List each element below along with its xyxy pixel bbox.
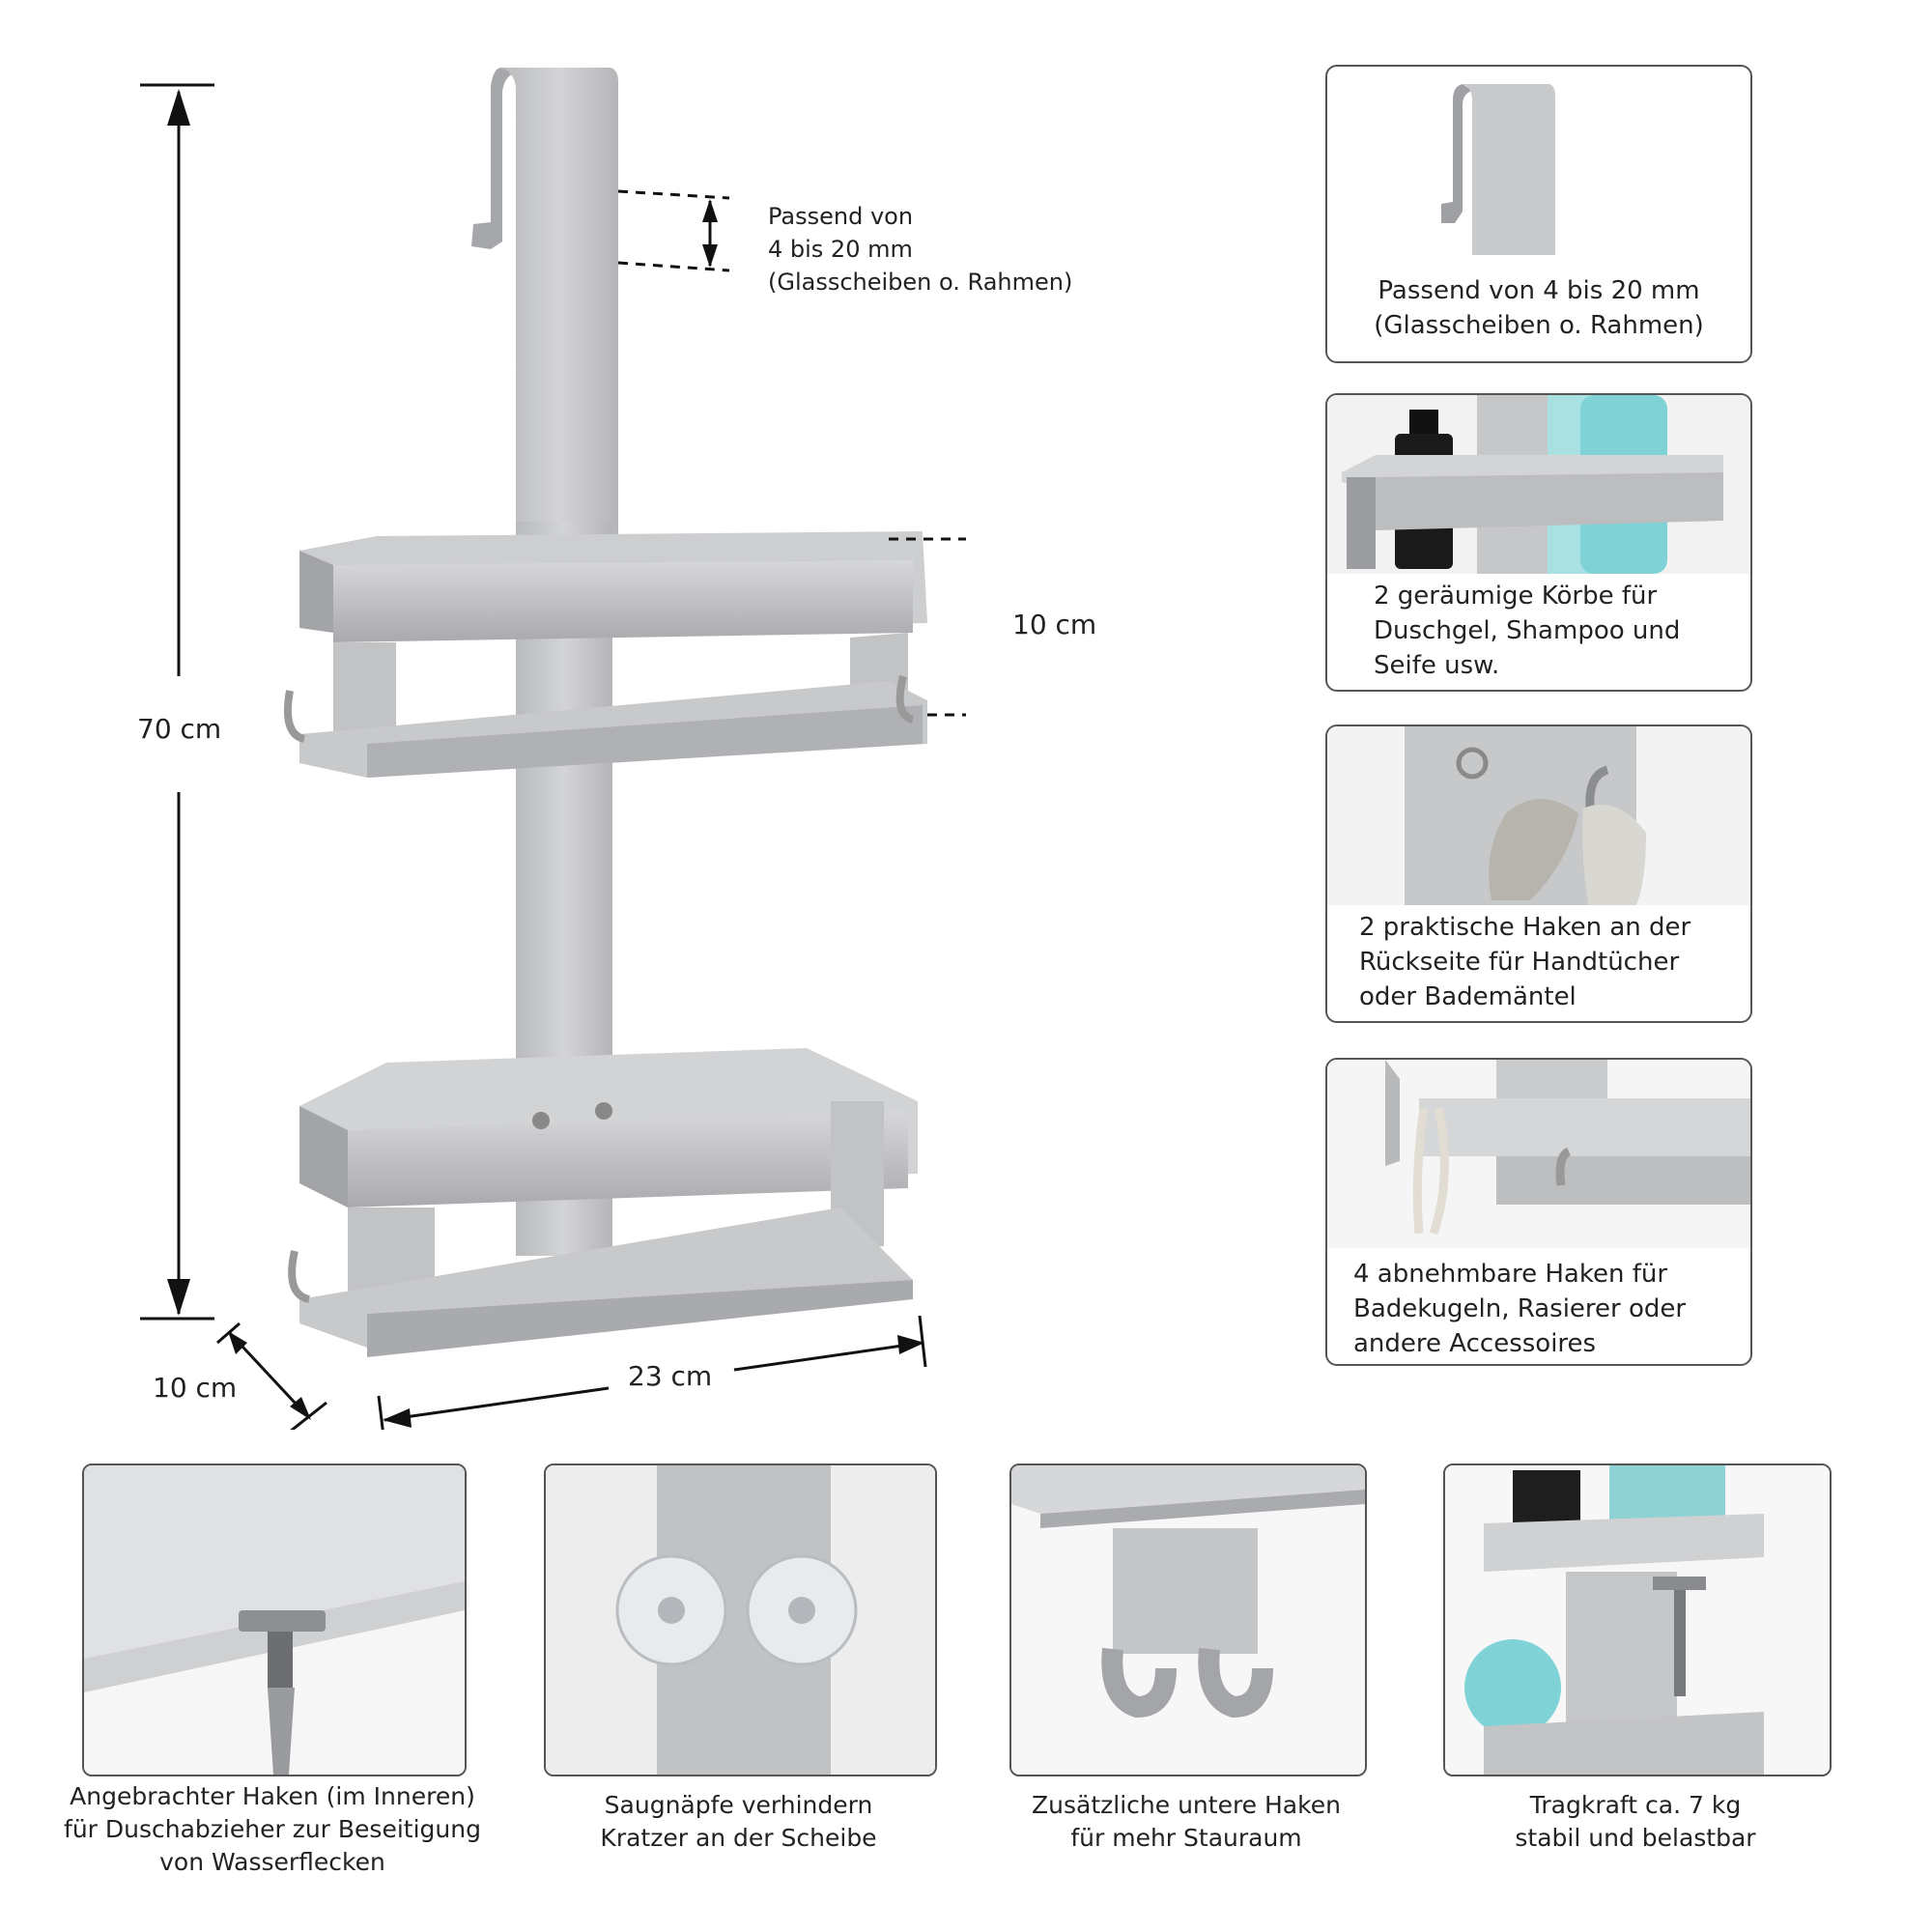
- detail-card-load-capacity: [1443, 1463, 1832, 1776]
- shower-caddy-illustration: [140, 68, 966, 1430]
- detail-caption: Zusätzliche untere Haken für mehr Staura…: [1032, 1791, 1341, 1852]
- detail-card-razor-holder: [82, 1463, 467, 1776]
- feature-caption: 4 abnehmbare Haken für Badekugeln, Rasie…: [1353, 1260, 1687, 1358]
- detail-card-suction-cups: [544, 1463, 937, 1776]
- top-hook: [471, 68, 618, 541]
- depth-label: 10 cm: [153, 1372, 238, 1404]
- fit-range-label: Passend von 4 bis 20 mm (Glasscheiben o.…: [768, 203, 1073, 296]
- depth-dimension: [216, 1321, 327, 1430]
- detail-caption: Angebrachter Haken (im Inneren) für Dusc…: [64, 1782, 481, 1876]
- razor-holder-icon: [84, 1465, 465, 1775]
- feature-caption: 2 praktische Haken an der Rückseite für …: [1359, 913, 1691, 1011]
- feature-card-back-hooks: 2 praktische Haken an der Rückseite für …: [1325, 724, 1752, 1023]
- towel-hook-icon: [1327, 726, 1750, 905]
- suction-cups-icon: [546, 1465, 935, 1775]
- load-capacity-icon: [1445, 1465, 1830, 1775]
- door-hook-icon: [1441, 84, 1555, 255]
- detail-caption: Tragkraft ca. 7 kg stabil und belastbar: [1515, 1791, 1756, 1852]
- lower-basket: [288, 1048, 918, 1357]
- detail-card-double-hook: [1009, 1463, 1367, 1776]
- feature-card-removable-hooks: 4 abnehmbare Haken für Badekugeln, Rasie…: [1325, 1058, 1752, 1366]
- removable-hooks-icon: [1327, 1060, 1750, 1248]
- feature-caption: 2 geräumige Körbe für Duschgel, Shampoo …: [1374, 582, 1681, 680]
- double-hook-icon: [1011, 1465, 1365, 1775]
- feature-card-baskets: 2 geräumige Körbe für Duschgel, Shampoo …: [1325, 393, 1752, 692]
- basket-height-label: 10 cm: [1012, 609, 1097, 640]
- feature-caption: Passend von 4 bis 20 mm (Glasscheiben o.…: [1374, 276, 1704, 340]
- basket-bottles-icon: [1327, 395, 1750, 574]
- basket-height-dimension: [889, 537, 966, 717]
- height-dimension: [140, 83, 214, 1321]
- detail-caption: Saugnäpfe verhindern Kratzer an der Sche…: [600, 1791, 877, 1852]
- feature-card-door-hook: Passend von 4 bis 20 mm (Glasscheiben o.…: [1325, 65, 1752, 363]
- fit-range-dimension: [617, 189, 730, 272]
- width-label: 23 cm: [628, 1360, 713, 1392]
- height-label: 70 cm: [137, 713, 222, 745]
- upper-basket: [283, 531, 927, 778]
- width-dimension: [377, 1315, 927, 1430]
